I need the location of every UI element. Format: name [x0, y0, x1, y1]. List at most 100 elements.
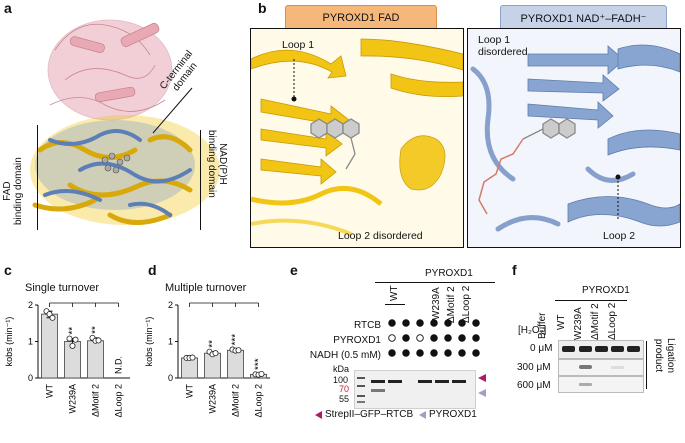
gel-f-product-bracket	[646, 341, 647, 389]
nad-loop2-label: Loop 2	[603, 230, 636, 242]
gel-e-dot	[444, 334, 452, 342]
gel-e-header: PYROXD1	[425, 268, 473, 279]
chart-d-point	[212, 350, 219, 357]
chart-d-point	[235, 347, 242, 354]
gel-f-row-600	[558, 376, 644, 393]
chart-d-annotation: ***	[254, 358, 265, 370]
gel-f-conc-600: 600 μM	[517, 380, 551, 391]
chart-c-category-label: ΔLoop 2	[114, 384, 124, 418]
nad-loop1-disordered-label: Loop 1 disordered	[478, 34, 528, 58]
gel-e-header-line	[375, 282, 495, 283]
gel-e-image	[354, 370, 476, 409]
chart-d-category-label: ΔMotif 2	[231, 384, 241, 417]
gel-f-h2o2-label: [H₂O₂]	[518, 325, 547, 336]
chart-c-ytick-label: 1	[28, 337, 33, 347]
panel-b-label: b	[258, 0, 267, 16]
gel-e-dot	[416, 319, 424, 327]
gel-e-dot	[402, 319, 410, 327]
gel-e-legend-pyroxd1: PYROXD1	[429, 409, 477, 420]
fad-loop1-label: Loop 1	[282, 39, 315, 51]
chart-c-point	[95, 337, 102, 344]
panel-e-label: e	[290, 262, 298, 278]
chart-c-category-label: WT	[45, 384, 55, 398]
gel-e-dot	[402, 349, 410, 357]
gel-e-row-nadh: NADH (0.5 mM)	[309, 350, 381, 361]
chart-d-bar	[181, 357, 198, 379]
fad-domain-bracket	[37, 125, 38, 230]
gel-e-arrows	[478, 374, 486, 397]
chart-d-category-label: WT	[185, 384, 195, 398]
gel-e-wt-line	[385, 304, 405, 305]
gel-e-mw-70: 70	[339, 384, 350, 394]
panel-d-label: d	[148, 262, 157, 278]
chart-c-annotation: N.D.	[114, 356, 124, 374]
gel-e-dot	[458, 334, 466, 342]
chart-c-bar	[41, 313, 58, 379]
gel-f-conc-0: 0 μM	[530, 343, 553, 354]
panel-c-label: c	[4, 262, 12, 278]
legend-rtcb-arrow	[315, 411, 322, 419]
gel-e-dot	[472, 319, 480, 327]
nadph-domain-label: NAD(P)H binding domain	[206, 130, 228, 198]
gel-f-conc-300: 300 μM	[517, 362, 551, 373]
chart-c-title: Single turnover	[25, 282, 99, 294]
gel-f-lane-w239a: W239A	[573, 307, 584, 340]
gel-e-dot	[430, 319, 438, 327]
chart-c-point	[66, 335, 73, 342]
chart-c-ylabel: kobs (min⁻¹)	[4, 317, 14, 367]
gel-f-lane-dmotif2: ΔMotif 2	[590, 303, 601, 340]
panel-a-label: a	[4, 0, 12, 16]
chart-d-category-label: W239A	[208, 384, 218, 414]
chart-d-ytick-label: 0	[168, 373, 173, 383]
gel-f-header-line	[555, 300, 627, 301]
gel-e-row-rtcb: RTCB	[353, 320, 381, 331]
fad-domain-label: FAD binding domain	[2, 157, 24, 225]
gel-e-lane-wt: WT	[389, 285, 400, 301]
gel-e-dot	[402, 334, 410, 342]
gel-f-product-label: Ligation product	[653, 338, 676, 374]
gel-f-lane-wt: WT	[556, 314, 567, 330]
gel-f-row-0	[558, 340, 644, 359]
gel-f-lane-dloop2: ΔLoop 2	[607, 302, 618, 340]
chart-c-annotation: **	[91, 326, 102, 334]
gel-e-dot	[444, 349, 452, 357]
gel-e-dot	[430, 349, 438, 357]
nad-structure-panel	[467, 28, 681, 248]
panel-f-label: f	[512, 262, 517, 278]
gel-e-row-pyroxd1: PYROXD1	[333, 335, 381, 346]
legend-pyroxd1-arrow	[419, 411, 426, 419]
gel-e-dot	[388, 334, 396, 342]
chart-c-ytick-label: 0	[28, 373, 33, 383]
pyroxd1-fad-header: PYROXD1 FAD	[285, 5, 437, 31]
chart-c-ytick-label: 2	[28, 300, 33, 310]
gel-e-dot-grid	[388, 319, 480, 357]
gel-e-dot	[472, 334, 480, 342]
gel-e-lane-w239a: W239A	[431, 287, 442, 320]
chart-d-ytick-label: 2	[168, 300, 173, 310]
gel-e-dot	[430, 334, 438, 342]
gel-e-dot	[416, 349, 424, 357]
chart-d-point	[189, 354, 196, 361]
chart-c-point	[49, 314, 56, 321]
chart-d-ylabel: kobs (min⁻¹)	[144, 317, 154, 367]
chart-c-annotation: **	[68, 327, 79, 335]
gel-e-legend-rtcb: StrepII–GFP–RTCB	[325, 409, 414, 420]
fad-loop2-disordered-label: Loop 2 disordered	[338, 230, 423, 242]
gel-e-dot	[472, 349, 480, 357]
gel-e-mw-100: 100	[333, 375, 349, 385]
chart-c-category-label: ΔMotif 2	[91, 384, 101, 417]
fad-structure-panel	[250, 28, 464, 248]
chart-d-annotation: ***	[231, 334, 242, 346]
chart-d-annotation: **	[208, 340, 219, 348]
gel-e-kda-label: kDa	[333, 364, 350, 374]
chart-d-title: Multiple turnover	[165, 282, 247, 294]
gel-f-row-300	[558, 359, 644, 376]
protein-structure-overview	[30, 19, 220, 225]
chart-d-category-label: ΔLoop 2	[254, 384, 264, 418]
gel-e-dot	[388, 349, 396, 357]
chart-c-point	[69, 342, 76, 349]
chart-c-bar	[87, 340, 104, 379]
gel-e-dot	[388, 319, 396, 327]
